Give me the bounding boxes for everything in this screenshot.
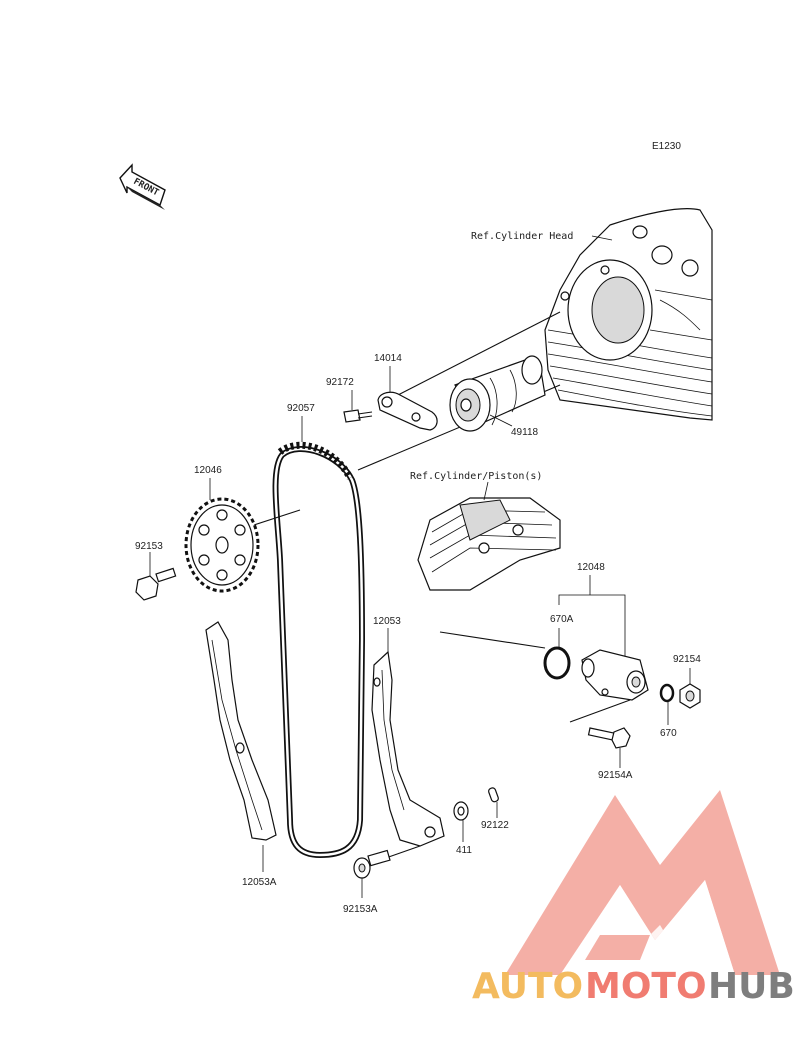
washer-411-part <box>453 801 469 821</box>
svg-text:AUTO: AUTO <box>472 966 583 1007</box>
pin-92122-part <box>488 787 499 803</box>
screw-part-92172 <box>343 409 373 423</box>
ref-cylinder-head-label: Ref.Cylinder Head <box>471 231 573 242</box>
svg-text:HUB: HUB <box>708 966 795 1007</box>
part-label-411: 411 <box>456 845 472 856</box>
part-label-92122: 92122 <box>481 820 509 831</box>
o-ring-670-part <box>659 683 675 703</box>
part-label-92153: 92153 <box>135 541 163 552</box>
front-arrow-icon: FRONT <box>119 163 166 210</box>
svg-text:MOTO: MOTO <box>585 966 707 1007</box>
rear-chain-guide-part <box>205 621 277 841</box>
cap-nut-92154-part <box>679 683 701 709</box>
chain-guide-plate-part <box>377 391 438 431</box>
part-label-670: 670 <box>660 728 677 739</box>
part-label-49118: 49118 <box>511 427 539 438</box>
part-label-12053A: 12053A <box>242 877 277 888</box>
automotohub-logo: AUTO MOTO HUB <box>472 790 795 1007</box>
part-label-14014: 14014 <box>374 353 402 364</box>
diagram-code: E1230 <box>652 141 681 152</box>
bolt-92154A-part <box>587 727 631 749</box>
ref-cylinder-piston-label: Ref.Cylinder/Piston(s) <box>410 471 542 482</box>
guide-bolt-92153A-part <box>353 849 391 879</box>
front-chain-guide-part <box>371 650 445 847</box>
timing-chain-part <box>272 441 366 859</box>
camshaft-part <box>449 355 546 432</box>
part-label-12046: 12046 <box>194 465 222 476</box>
cam-chain-tensioner-part <box>581 649 649 701</box>
part-label-92153A: 92153A <box>343 904 378 915</box>
part-label-92057: 92057 <box>287 403 315 414</box>
cam-sprocket-part <box>184 497 260 593</box>
cylinder-piston-ref-drawing <box>417 497 561 591</box>
part-label-12048: 12048 <box>577 562 605 573</box>
part-label-92154: 92154 <box>673 654 701 665</box>
part-label-670A: 670A <box>550 614 574 625</box>
sprocket-bolt-part <box>135 567 177 601</box>
cylinder-head-ref-drawing <box>544 208 713 421</box>
o-ring-670A-part <box>543 646 571 680</box>
part-label-92154A: 92154A <box>598 770 633 781</box>
part-label-92172: 92172 <box>326 377 354 388</box>
part-label-12053: 12053 <box>373 616 401 627</box>
